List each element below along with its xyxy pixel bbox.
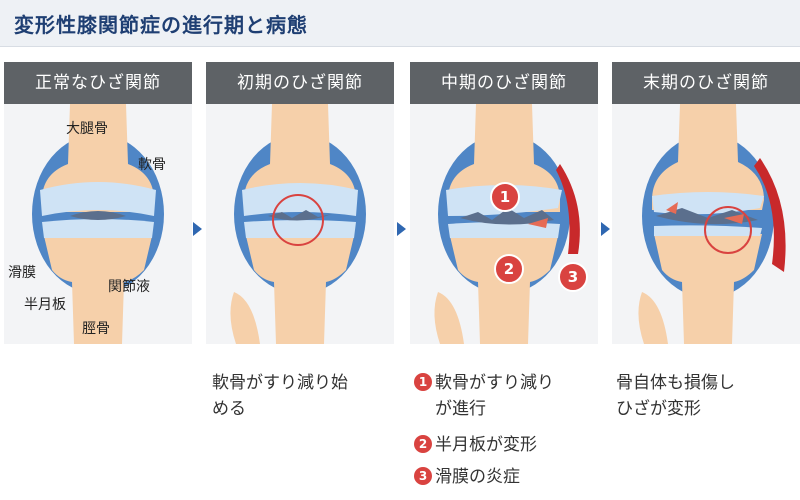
damage-highlight-circle <box>272 194 324 246</box>
knee-illustration-normal <box>4 104 192 344</box>
description-item-text: 軟骨がすり減り <box>435 373 554 393</box>
marker-3-badge: 3 <box>558 262 588 292</box>
description-early: 軟骨がすり減り始 める <box>212 370 396 422</box>
label-synovial-fluid: 関節液 <box>108 279 150 295</box>
knee-graphic-middle <box>410 104 598 344</box>
description-item-text: が進行 <box>435 399 486 419</box>
progress-arrow-icon <box>601 222 610 236</box>
panel-heading-late: 末期のひざ関節 <box>612 62 800 104</box>
progress-arrow-icon <box>397 222 406 236</box>
damage-highlight-circle <box>704 206 752 254</box>
marker-1-badge: 1 <box>490 182 520 212</box>
knee-illustration-late <box>612 104 800 344</box>
label-synovium: 滑膜 <box>8 265 36 281</box>
number-1-icon: 1 <box>414 373 432 391</box>
panel-heading-early: 初期のひざ関節 <box>206 62 394 104</box>
description-late-line: 骨自体も損傷し <box>616 373 735 393</box>
title-bar: 変形性膝関節症の進行期と病態 <box>0 0 800 47</box>
panel-early-knee: 初期のひざ関節 <box>206 62 394 344</box>
panel-heading-normal: 正常なひざ関節 <box>4 62 192 104</box>
knee-graphic-normal <box>4 104 192 344</box>
label-tibia: 脛骨 <box>82 321 110 337</box>
panel-normal-knee: 正常なひざ関節 大腿骨 軟骨 滑膜 関節液 半月板 脛骨 <box>4 62 192 344</box>
label-meniscus: 半月板 <box>24 297 66 313</box>
knee-illustration-middle <box>410 104 598 344</box>
description-item-text: 滑膜の炎症 <box>435 467 520 487</box>
panel-late-knee: 末期のひざ関節 <box>612 62 800 344</box>
knee-graphic-late <box>612 104 800 344</box>
number-2-icon: 2 <box>414 435 432 453</box>
page-title: 変形性膝関節症の進行期と病態 <box>14 13 308 37</box>
description-item-text: 半月板が変形 <box>435 435 537 455</box>
progress-arrow-icon <box>193 222 202 236</box>
panel-heading-middle: 中期のひざ関節 <box>410 62 598 104</box>
description-early-line: 軟骨がすり減り始 <box>212 373 348 393</box>
marker-2-badge: 2 <box>494 254 524 284</box>
label-femur: 大腿骨 <box>66 121 108 137</box>
description-early-line: める <box>212 399 246 419</box>
label-cartilage: 軟骨 <box>138 157 166 173</box>
number-3-icon: 3 <box>414 467 432 485</box>
description-late-line: ひざが変形 <box>616 399 701 419</box>
description-late: 骨自体も損傷し ひざが変形 <box>616 370 796 422</box>
panel-middle-knee: 中期のひざ関節 1 2 3 <box>410 62 598 344</box>
